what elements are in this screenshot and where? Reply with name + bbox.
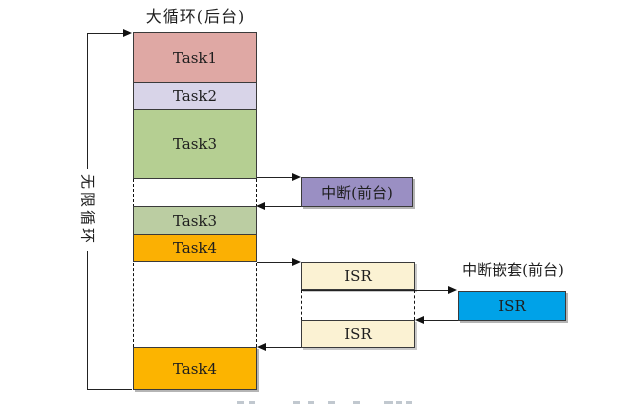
nested-call-line [301, 290, 449, 291]
task4-label: Task4 [172, 239, 218, 257]
loop-entry-arrowhead-icon [123, 29, 132, 37]
isr-call-line [257, 262, 294, 263]
isr-return-line [265, 347, 301, 348]
task1-label: Task1 [172, 48, 218, 67]
task3-label: Task3 [172, 135, 218, 153]
nested-isr-label: ISR [498, 297, 526, 315]
task2-label: Task2 [172, 87, 218, 105]
task3-resume-box: Task3 [133, 206, 257, 235]
nested-interrupt-title: 中断嵌套(前台) [462, 261, 564, 279]
nested-call-arrowhead-icon [448, 286, 457, 294]
loop-top-line [87, 33, 124, 34]
big-loop-title: 大循环(后台) [145, 7, 246, 26]
interrupt-label: 中断(前台) [321, 183, 393, 202]
interrupt-call-line [257, 177, 294, 178]
isr1-label: ISR [344, 267, 372, 285]
infinite-loop-label: 无限循环 [79, 168, 97, 252]
nested-isr-box: ISR [458, 291, 566, 321]
gap1-right-dashed-edge [256, 179, 257, 207]
loop-bottom-line [87, 389, 132, 390]
interrupt-return-line [264, 206, 301, 207]
interrupt-call-arrowhead-icon [292, 173, 301, 181]
isr-box-2: ISR [301, 320, 415, 348]
interrupt-box: 中断(前台) [301, 177, 413, 207]
task2-box: Task2 [133, 82, 257, 110]
isr-gap-left-dashed-edge [301, 290, 302, 320]
interrupt-return-arrowhead-icon [256, 202, 265, 210]
gap2-left-dashed-edge [133, 263, 134, 347]
isr-box-1: ISR [301, 262, 415, 290]
task4-box: Task4 [133, 234, 257, 262]
isr-return-arrowhead-icon [257, 343, 266, 351]
task3-box: Task3 [133, 109, 257, 179]
task3-resume-label: Task3 [172, 211, 218, 230]
task4-resume-box: Task4 [133, 347, 257, 390]
nested-return-line [423, 320, 458, 321]
gap2-right-dashed-edge [256, 263, 257, 347]
isr-gap-right-dashed-edge [414, 290, 415, 320]
task1-box: Task1 [133, 32, 257, 83]
isr-call-arrowhead-icon [292, 258, 301, 266]
gap1-left-dashed-edge [133, 179, 134, 207]
nested-return-arrowhead-icon [415, 316, 424, 324]
isr2-label: ISR [344, 325, 372, 343]
task4-resume-label: Task4 [172, 359, 218, 378]
